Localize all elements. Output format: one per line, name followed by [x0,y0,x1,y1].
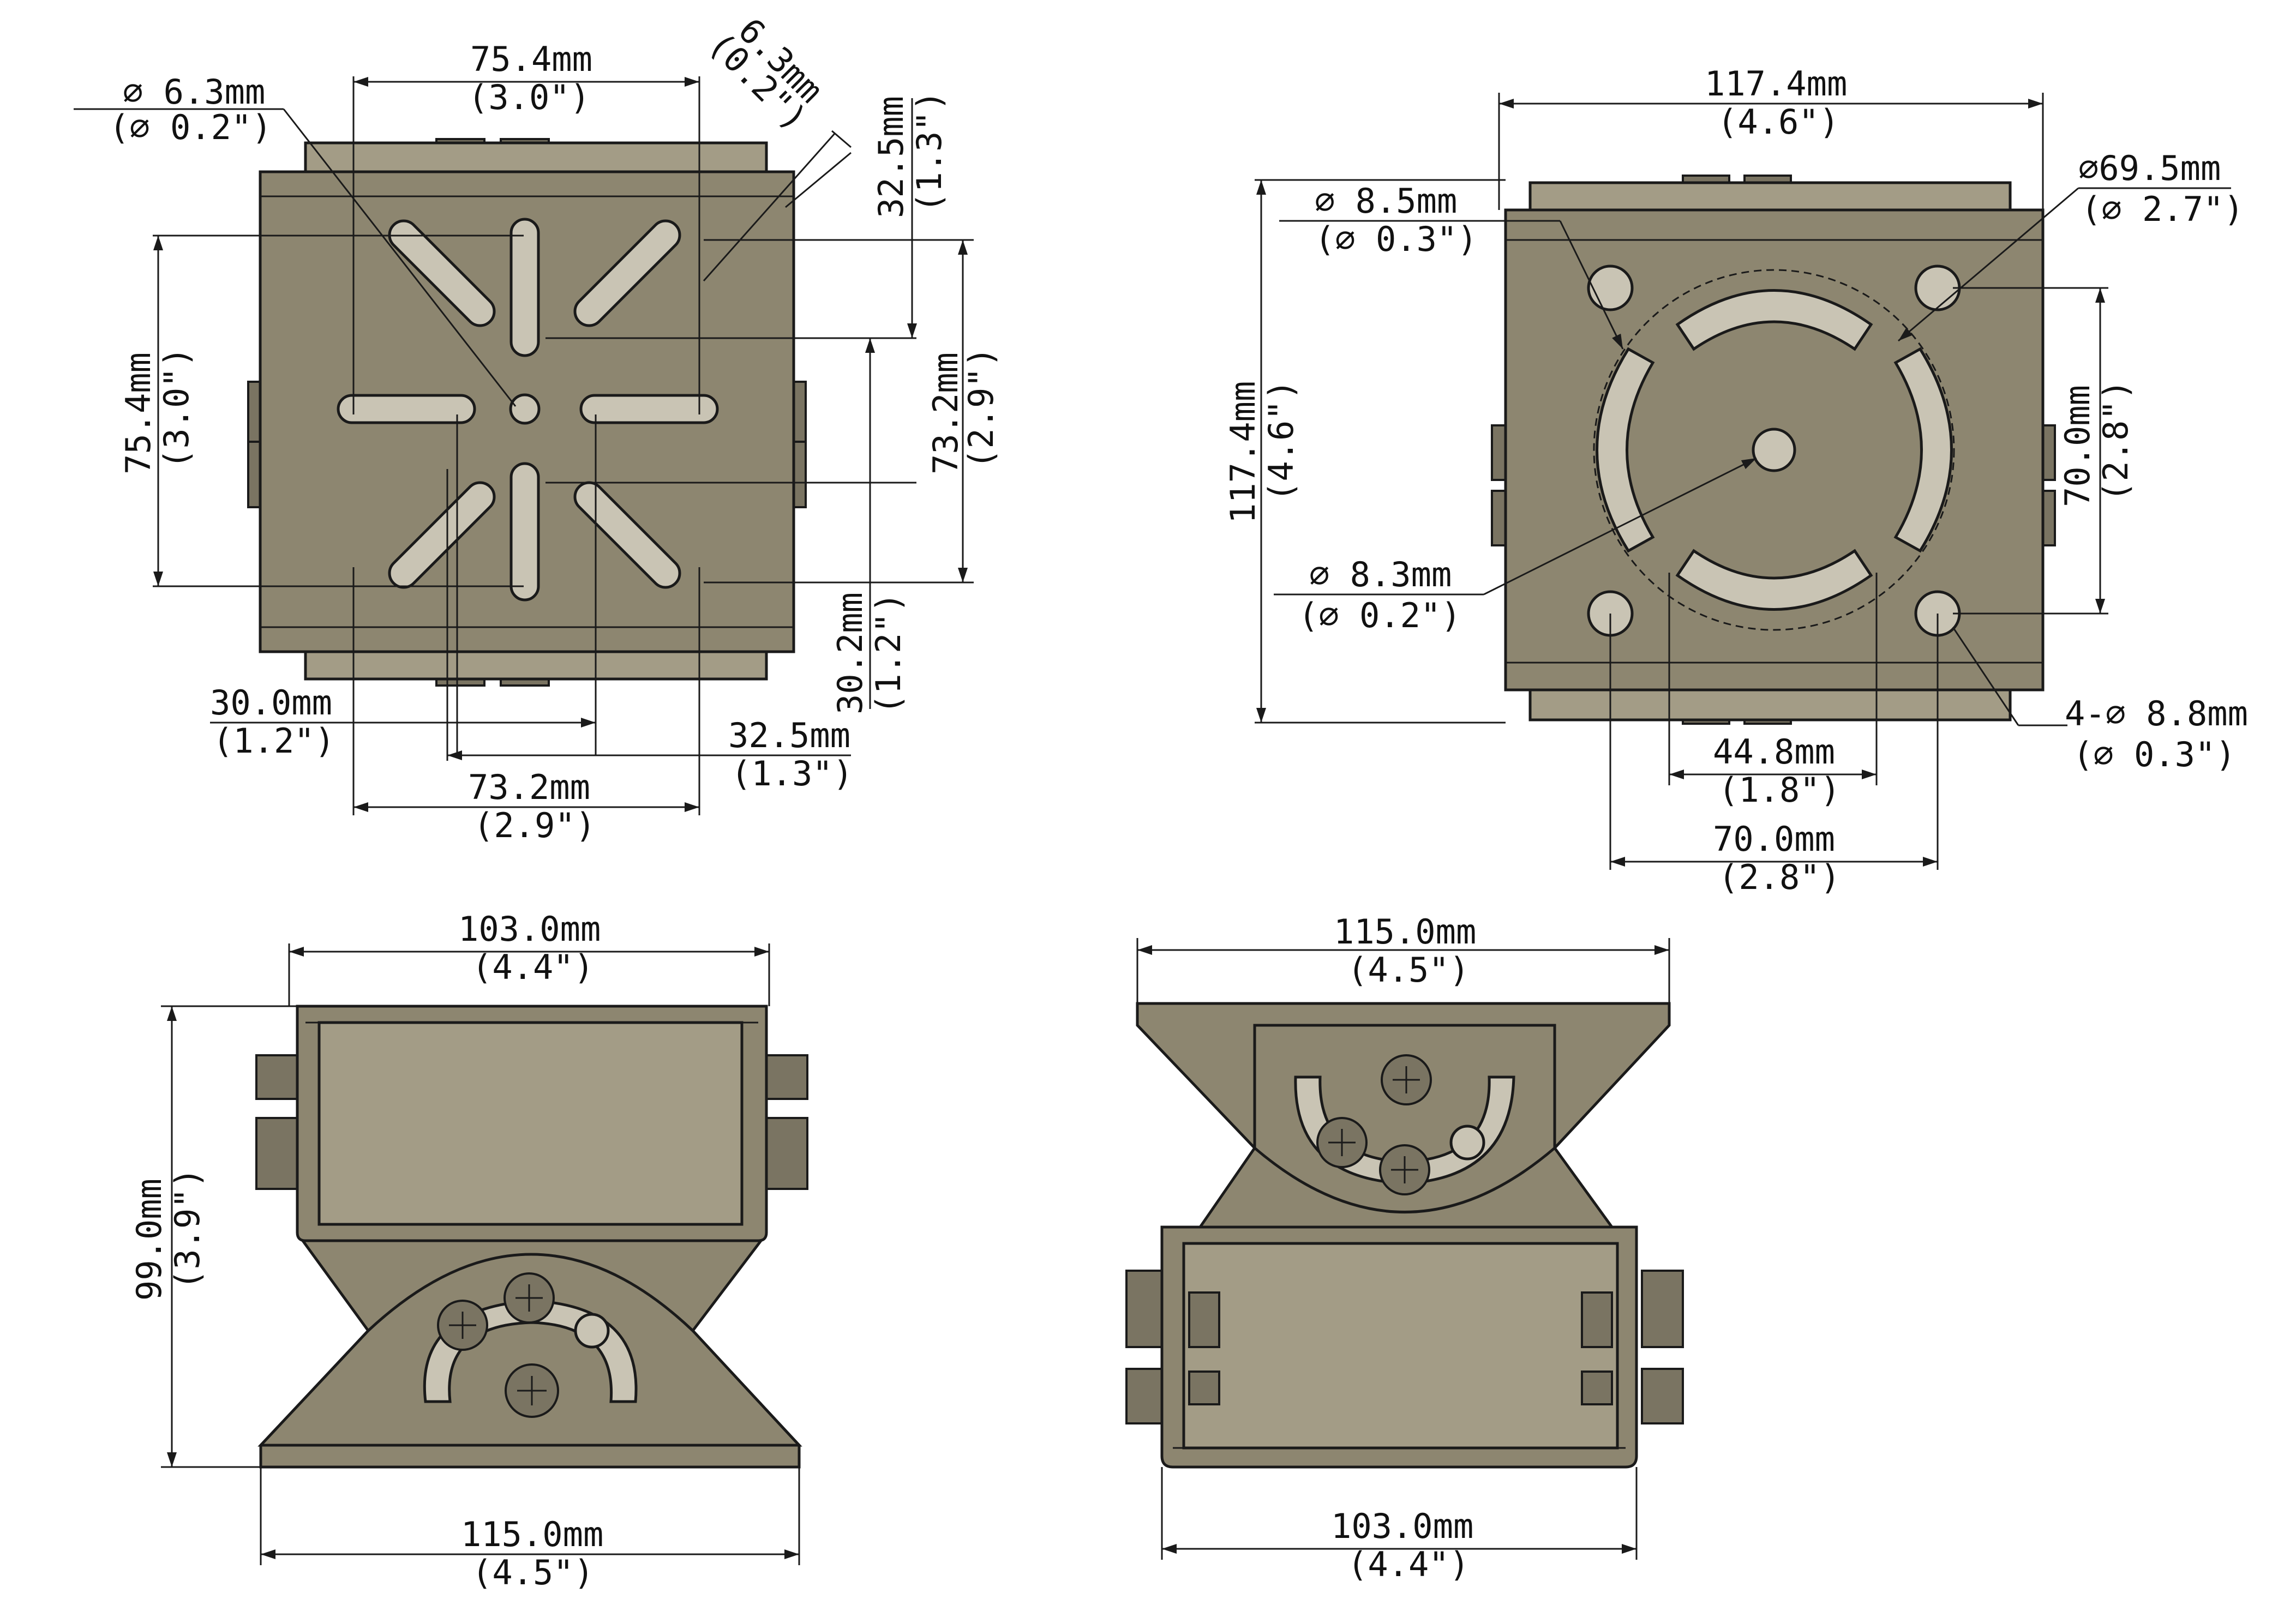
dim-hole-dia-in: (∅ 0.2") [109,107,272,147]
left-lug [1491,424,1507,481]
arc-slot-top [1675,289,1873,351]
dim-base-width: 115.0mm [461,1514,603,1554]
top-left-view: 75.4mm (3.0") ∅ 6.3mm (∅ 0.2") 6.3mm (0.… [74,10,1001,845]
dim-hole-top-in: (∅ 0.3") [1315,219,1478,259]
dim-right-c-in: (1.2") [868,592,908,714]
dim-slot-gap: 44.8mm [1713,732,1835,772]
screw-cross [449,1284,547,1405]
dim-width: 117.4mm [1705,64,1847,104]
dim-center-hole: ∅ 8.3mm [1309,555,1452,594]
dim-right-b-in: (2.9") [961,347,1001,469]
pivot-hole [1449,1125,1485,1161]
dim-bottom-b: 32.5mm [728,716,850,755]
nut [1188,1291,1220,1348]
pivot-hole [574,1313,610,1349]
left-lug [1491,490,1507,546]
corner-hole [1587,265,1634,311]
dim-hole-dia: ∅ 6.3mm [123,72,265,112]
dim-width-top-in: (3.0") [468,77,590,117]
bolt [760,1117,808,1190]
dim-base-width-in: (4.5") [472,1553,594,1592]
center-hole [1752,428,1796,472]
dim-bottom-a: 30.0mm [210,683,332,723]
top-flange [304,141,768,175]
dim-right-b: 73.2mm [926,352,966,474]
dim-top-width-in: (4.5") [1347,950,1470,990]
bolt [1641,1368,1684,1424]
dim-bottom-b-in: (1.3") [731,754,853,794]
bottom-right-view: 115.0mm (4.5") 103.0mm (4.4") [1125,912,1684,1584]
dim-width-in: (4.6") [1717,102,1839,142]
dim-corner-holes: 4-∅ 8.8mm [2065,694,2248,734]
nut [1581,1291,1613,1348]
dim-spacing-v: 70.0mm [2058,385,2097,507]
dim-bottom-a-in: (1.2") [213,721,335,761]
dim-spacing-v-in: (2.8") [2096,380,2136,502]
dim-bottom-c: 73.2mm [468,767,590,807]
dim-spacing-h-in: (2.8") [1718,857,1841,897]
slot-pattern [337,218,719,602]
dim-bottom-c-in: (2.9") [473,806,596,845]
bolt [255,1117,304,1190]
dim-right-c: 30.2mm [830,592,870,714]
dim-right-a-in: (1.3") [909,91,949,213]
bolt [1641,1270,1684,1348]
dim-hole-top: ∅ 8.5mm [1315,181,1457,221]
dim-base-width-in: (4.4") [1347,1544,1470,1584]
dim-center-hole-in: (∅ 0.2") [1298,596,1461,635]
dim-corner-holes-in: (∅ 0.3") [2073,735,2236,774]
top-right-view: 117.4mm (4.6") 117.4mm (4.6") ∅ 8.5mm (∅… [1223,64,2248,897]
dim-right-a: 32.5mm [871,96,911,218]
top-cradle [1253,1024,1556,1213]
arc-slot-left [1596,347,1655,553]
bottom-flange [304,650,768,681]
dim-left-height-in: (3.0") [157,347,196,469]
center-hole [509,393,541,425]
arc-slot-right [1893,347,1953,553]
dim-top-width-in: (4.4") [472,947,594,987]
dim-top-width: 103.0mm [458,909,601,949]
dim-circle-in: (∅ 2.7") [2081,189,2244,229]
dim-circle: ∅69.5mm [2078,148,2221,188]
dim-base-width: 103.0mm [1331,1506,1473,1546]
dim-slot-gap-in: (1.8") [1718,770,1841,810]
top-flange [1528,181,2012,212]
dim-height-in: (3.9") [167,1168,207,1290]
dim-width-top: 75.4mm [470,39,592,79]
screw-cross [1328,1066,1420,1183]
dim-height: 99.0mm [129,1179,169,1301]
dim-top-width: 115.0mm [1334,912,1476,952]
bracket-face [1182,1242,1619,1450]
bottom-left-view: 103.0mm (4.4") 99.0mm (3.9") 115.0mm (4.… [129,909,808,1592]
base-cradle [257,1253,802,1447]
dim-spacing-h: 70.0mm [1713,819,1835,859]
dim-left-height: 75.4mm [118,352,158,474]
nut [1581,1370,1613,1405]
bracket-face [317,1021,744,1226]
bolt [760,1054,808,1100]
dim-height-in: (4.6") [1261,380,1301,502]
nut [1188,1370,1220,1405]
bolt-circle [1593,269,1955,631]
bolt [255,1054,304,1100]
arc-slot-bottom [1675,549,1873,611]
dim-height: 117.4mm [1223,381,1263,524]
